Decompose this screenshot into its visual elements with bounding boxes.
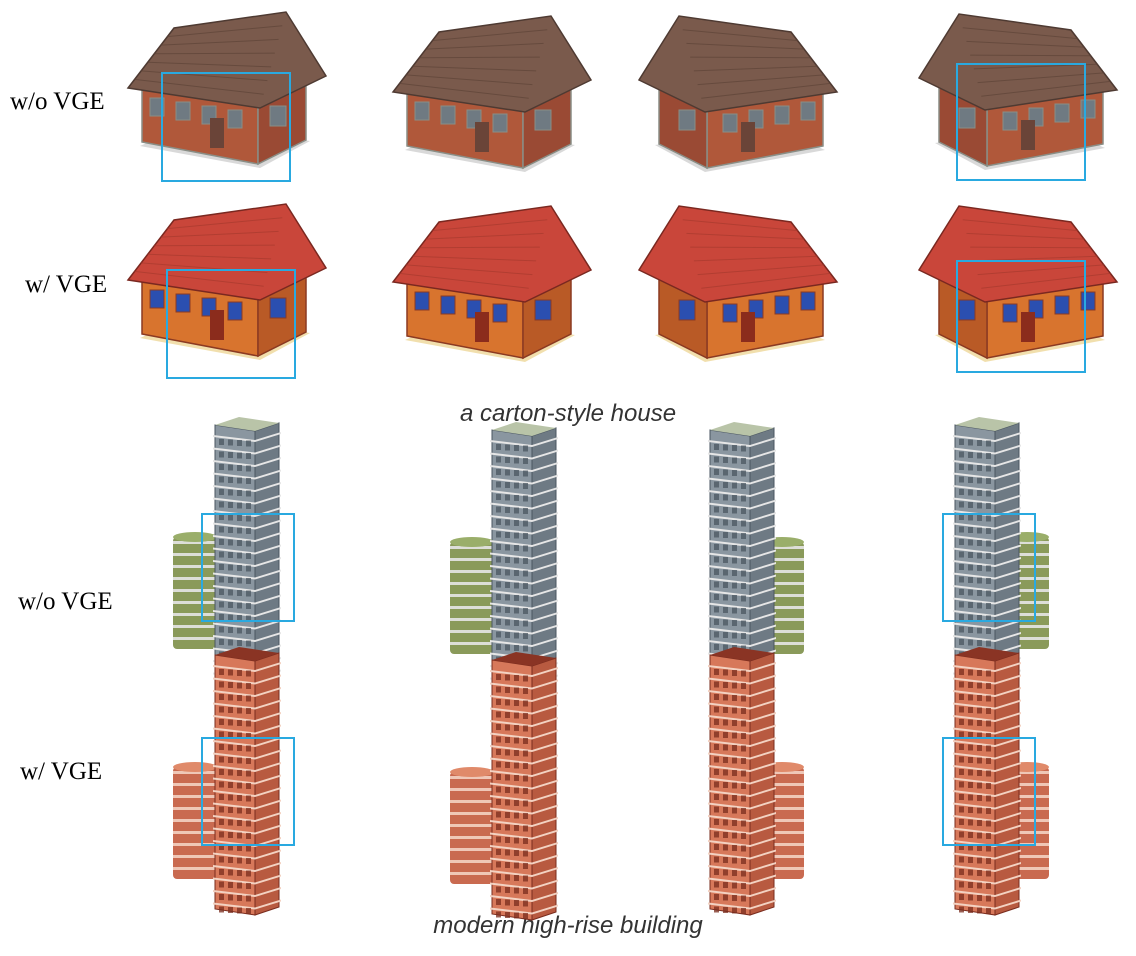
row-label-house-without-vge: w/o VGE [10, 88, 105, 115]
tower-view-2-with-vge [450, 652, 558, 921]
highlight-box-house-1-with-vge [166, 269, 296, 379]
row-label-house-with-vge: w/ VGE [25, 271, 108, 298]
row-label-tower-without-vge: w/o VGE [18, 588, 113, 615]
tower-view-3-with-vge [708, 647, 804, 916]
highlight-box-house-4-with-vge [956, 260, 1086, 373]
house-view-2-without-vge [391, 15, 593, 172]
house-view-2-with-vge [391, 205, 593, 362]
tower-view-4-with-vge [953, 647, 1049, 916]
caption-house: a carton-style house [459, 400, 677, 427]
tower-view-1-with-vge [173, 647, 281, 916]
highlight-box-house-1-without-vge [161, 72, 291, 182]
tower-view-1-without-vge [173, 417, 281, 686]
house-view-4-with-vge [917, 205, 1119, 362]
house-view-3-without-vge [637, 15, 839, 172]
house-view-1-with-vge [126, 203, 328, 360]
house-view-1-without-vge [126, 11, 328, 168]
highlight-box-tower-1-with-vge [201, 737, 295, 846]
highlight-box-tower-4-with-vge [942, 737, 1036, 846]
house-view-4-without-vge [917, 13, 1119, 170]
highlight-box-tower-4-without-vge [942, 513, 1036, 622]
tower-view-2-without-vge [450, 422, 558, 691]
highlight-box-house-4-without-vge [956, 63, 1086, 181]
house-view-3-with-vge [637, 205, 839, 362]
caption-tower: modern high-rise building [433, 912, 703, 939]
highlight-box-tower-1-without-vge [201, 513, 295, 622]
tower-view-3-without-vge [708, 422, 804, 691]
row-label-tower-with-vge: w/ VGE [20, 758, 103, 785]
